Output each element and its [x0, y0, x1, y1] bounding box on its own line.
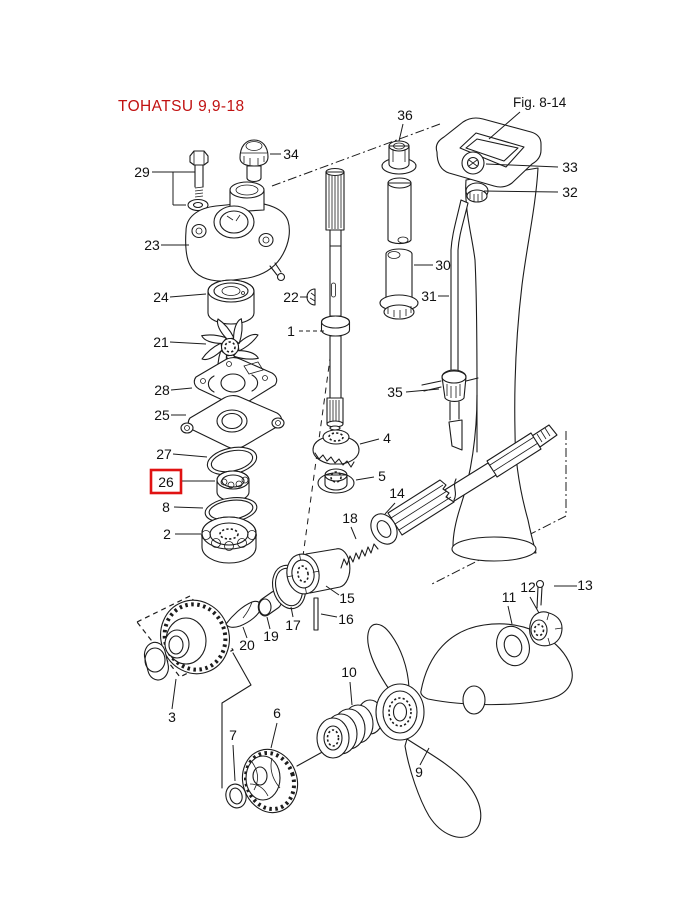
part-label-5[interactable]: 5 [378, 468, 386, 484]
part-label-31[interactable]: 31 [421, 288, 437, 304]
part-label-32[interactable]: 32 [562, 184, 578, 200]
nut-part-36 [381, 140, 417, 175]
leader-lines [152, 111, 577, 782]
part-label-29[interactable]: 29 [134, 164, 150, 180]
part-label-27[interactable]: 27 [156, 446, 172, 462]
washer-part-11 [496, 625, 530, 667]
pump-bolt-part-29 [187, 150, 209, 212]
part-label-30[interactable]: 30 [435, 257, 451, 273]
part-label-26[interactable]: 26 [158, 474, 174, 490]
highlighted-part-callout-26[interactable]: 26 [149, 468, 183, 495]
clutch-dog-part-15 [286, 548, 351, 595]
part-labels: 1 2 3 4 5 6 7 8 9 10 11 12 13 14 15 16 1… [134, 107, 593, 780]
pin-part-16 [313, 597, 319, 631]
part-label-6[interactable]: 6 [273, 705, 281, 721]
ball-bearing-part-2 [201, 516, 257, 564]
pump-lower-plate-part-25 [180, 395, 285, 449]
figure-reference: Fig. 8-14 [513, 95, 567, 110]
part-label-16[interactable]: 16 [338, 611, 354, 627]
thrust-holder-part-10 [316, 699, 384, 759]
part-label-12[interactable]: 12 [520, 579, 536, 595]
cotter-pin-part-13 [535, 579, 545, 609]
part-label-25[interactable]: 25 [154, 407, 170, 423]
part-label-23[interactable]: 23 [144, 237, 160, 253]
pump-gasket-part-28 [193, 357, 278, 406]
propeller-nut-part-12 [529, 611, 563, 647]
ring-part-7 [225, 783, 247, 809]
pinion-nut-part-5 [317, 468, 355, 494]
gear-part-6 [241, 748, 299, 814]
driveshaft-housing-part [451, 167, 539, 562]
forward-gear-kit-part-3 [136, 595, 234, 681]
part-label-3[interactable]: 3 [168, 709, 176, 725]
part-label-14[interactable]: 14 [389, 485, 405, 501]
part-label-33[interactable]: 33 [562, 159, 578, 175]
woodruff-key-part-22 [306, 288, 316, 306]
grommet-part-32 [465, 182, 489, 203]
cam-follower-part-20 [225, 600, 262, 628]
part-label-9[interactable]: 9 [415, 764, 423, 780]
part-label-35[interactable]: 35 [387, 384, 403, 400]
part-label-21[interactable]: 21 [153, 334, 169, 350]
part-label-36[interactable]: 36 [397, 107, 413, 123]
part-label-7[interactable]: 7 [229, 727, 237, 743]
part-label-19[interactable]: 19 [263, 628, 279, 644]
spring-part-18 [340, 543, 379, 569]
part-label-22[interactable]: 22 [283, 289, 299, 305]
pump-housing-part-23 [185, 181, 290, 282]
part-label-24[interactable]: 24 [153, 289, 169, 305]
part-label-8[interactable]: 8 [162, 499, 170, 515]
mounting-plate [435, 117, 542, 188]
part-label-20[interactable]: 20 [239, 637, 255, 653]
part-label-13[interactable]: 13 [577, 577, 593, 593]
part-label-17[interactable]: 17 [285, 617, 301, 633]
part-label-18[interactable]: 18 [342, 510, 358, 526]
propeller-shaft-part-14 [370, 424, 558, 545]
drive-shaft-part-1 [320, 167, 351, 431]
part-label-10[interactable]: 10 [341, 664, 357, 680]
pinion-gear-part-4 [312, 429, 360, 468]
part-label-28[interactable]: 28 [154, 382, 170, 398]
pump-cap-part-34 [239, 139, 269, 183]
part-label-15[interactable]: 15 [339, 590, 355, 606]
pipe-part-30 [379, 177, 419, 320]
pump-liner-part-24 [207, 279, 255, 325]
propeller-part-9 [367, 623, 573, 838]
part-label-11[interactable]: 11 [502, 589, 517, 605]
diagram-title: TOHATSU 9,9-18 [118, 98, 244, 115]
bearing-part-26 [216, 470, 250, 502]
part-label-1[interactable]: 1 [287, 323, 295, 339]
part-label-2[interactable]: 2 [163, 526, 171, 542]
water-tube-part-31 [450, 199, 469, 373]
part-label-34[interactable]: 34 [283, 146, 299, 162]
water-tube-seal-part-35 [421, 369, 479, 451]
part-label-4[interactable]: 4 [383, 430, 391, 446]
plate-bolt-part-33 [461, 151, 485, 175]
